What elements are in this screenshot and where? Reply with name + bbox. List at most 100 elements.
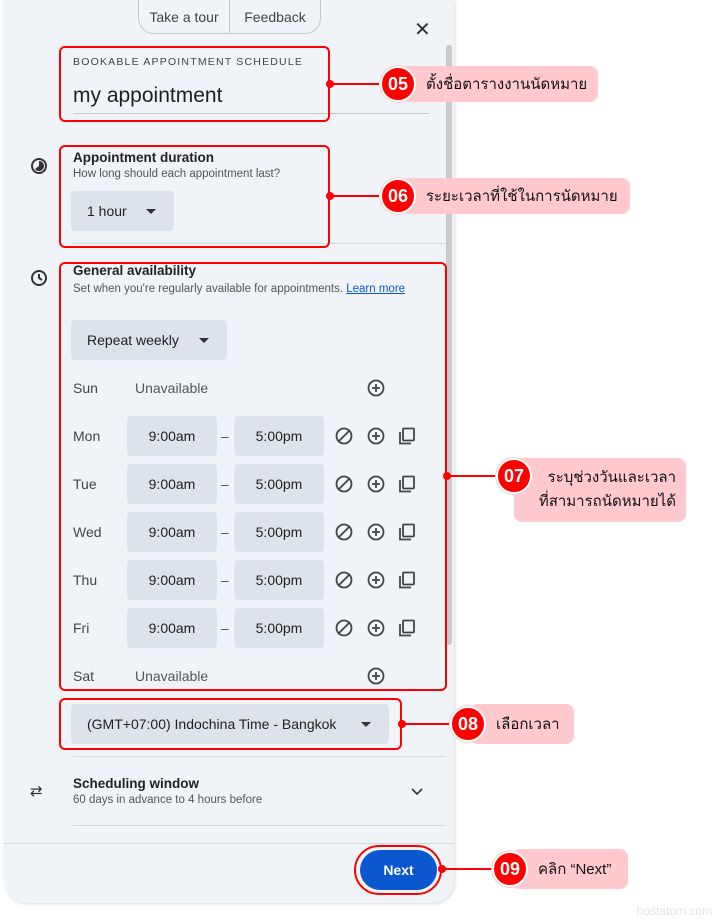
repeat-select[interactable]: Repeat weekly <box>71 320 227 360</box>
annotation-dot <box>398 720 406 728</box>
end-time-select[interactable]: 5:00pm <box>234 416 324 456</box>
annotation-line <box>330 195 382 197</box>
start-time-select[interactable]: 9:00am <box>127 608 217 648</box>
annotation-badge: 09 <box>492 851 528 887</box>
day-label: Mon <box>73 428 101 444</box>
add-time-icon[interactable] <box>366 666 386 686</box>
copy-icon[interactable] <box>397 522 417 542</box>
end-time-select[interactable]: 5:00pm <box>234 464 324 504</box>
availability-subtitle: Set when you're regularly available for … <box>73 281 418 297</box>
add-time-icon[interactable] <box>366 426 386 446</box>
annotation-note: ระยะเวลาที่ใช้ในการนัดหมาย <box>400 178 630 214</box>
start-time-select[interactable]: 9:00am <box>127 560 217 600</box>
take-tour-button[interactable]: Take a tour <box>149 8 219 25</box>
unavailable-label: Unavailable <box>135 668 209 684</box>
chevron-down-icon <box>146 209 156 214</box>
annotation-line <box>330 83 382 85</box>
feedback-button[interactable]: Feedback <box>229 0 320 33</box>
annotation-line <box>447 475 498 477</box>
copy-icon[interactable] <box>397 426 417 446</box>
window-heading[interactable]: Scheduling window <box>73 776 199 791</box>
annotation-note: คลิก “Next” <box>512 849 628 889</box>
time-separator: – <box>221 572 229 588</box>
start-time-select[interactable]: 9:00am <box>127 464 217 504</box>
duration-select[interactable]: 1 hour <box>71 191 174 231</box>
copy-icon[interactable] <box>397 570 417 590</box>
appointment-panel <box>4 0 454 903</box>
divider <box>73 243 445 244</box>
end-time-select[interactable]: 5:00pm <box>234 608 324 648</box>
annotation-line <box>402 723 452 725</box>
add-time-icon[interactable] <box>366 522 386 542</box>
divider <box>73 825 445 826</box>
chevron-down-icon <box>199 338 209 343</box>
day-label: Tue <box>73 476 97 492</box>
title-underline <box>73 113 429 114</box>
duration-icon <box>29 156 49 176</box>
annotation-box-08 <box>59 698 402 750</box>
tour-feedback-bar: Take a tour Feedback <box>138 0 321 34</box>
unavailable-icon[interactable] <box>334 570 354 590</box>
annotation-note: ระบุช่วงวันและเวลาที่สามารถนัดหมายได้ <box>514 458 686 522</box>
add-time-icon[interactable] <box>366 378 386 398</box>
divider <box>73 756 445 757</box>
annotation-text: คลิก “Next” <box>538 861 612 878</box>
add-time-icon[interactable] <box>366 570 386 590</box>
time-separator: – <box>221 524 229 540</box>
annotation-text-line2: ที่สามารถนัดหมายได้ <box>538 493 676 510</box>
duration-heading: Appointment duration <box>73 150 214 165</box>
annotation-dot <box>326 192 334 200</box>
annotation-text: ตั้งชื่อตารางงานนัดหมาย <box>426 76 588 93</box>
annotation-box-07 <box>59 262 447 691</box>
clock-icon <box>29 268 49 288</box>
annotation-line <box>442 868 494 870</box>
learn-more-link[interactable]: Learn more <box>346 283 406 295</box>
annotation-text: ระยะเวลาที่ใช้ในการนัดหมาย <box>426 188 618 205</box>
duration-subtitle: How long should each appointment last? <box>73 168 281 180</box>
timezone-select[interactable]: (GMT+07:00) Indochina Time - Bangkok <box>71 704 389 744</box>
time-separator: – <box>221 428 229 444</box>
annotation-box-09 <box>354 845 442 895</box>
swap-arrows-icon: ⇄ <box>30 783 43 800</box>
timezone-value: (GMT+07:00) Indochina Time - Bangkok <box>87 716 337 732</box>
annotation-box-05 <box>59 46 330 122</box>
schedule-label: BOOKABLE APPOINTMENT SCHEDULE <box>73 56 304 68</box>
copy-icon[interactable] <box>397 474 417 494</box>
unavailable-icon[interactable] <box>334 522 354 542</box>
unavailable-icon[interactable] <box>334 426 354 446</box>
schedule-title-input[interactable]: my appointment <box>73 84 223 107</box>
start-time-select[interactable]: 9:00am <box>127 416 217 456</box>
end-time-select[interactable]: 5:00pm <box>234 560 324 600</box>
unavailable-label: Unavailable <box>135 380 209 396</box>
chevron-down-icon[interactable] <box>410 784 424 803</box>
copy-icon[interactable] <box>397 618 417 638</box>
scrollbar[interactable] <box>446 45 452 645</box>
duration-value: 1 hour <box>87 203 127 219</box>
time-separator: – <box>221 620 229 636</box>
availability-text: Set when you're regularly available for … <box>73 283 344 295</box>
annotation-box-06 <box>59 145 330 248</box>
close-icon[interactable]: ✕ <box>414 19 431 41</box>
availability-heading: General availability <box>73 263 197 278</box>
footer-divider <box>4 843 454 844</box>
day-label: Fri <box>73 620 90 636</box>
annotation-dot <box>438 865 446 873</box>
annotation-badge: 05 <box>380 66 416 102</box>
annotation-text: เลือกเวลา <box>496 716 560 733</box>
window-subtitle: 60 days in advance to 4 hours before <box>73 794 263 806</box>
start-time-select[interactable]: 9:00am <box>127 512 217 552</box>
annotation-dot <box>326 80 334 88</box>
unavailable-icon[interactable] <box>334 474 354 494</box>
watermark: hostatom.com <box>636 904 712 918</box>
end-time-select[interactable]: 5:00pm <box>234 512 324 552</box>
add-time-icon[interactable] <box>366 474 386 494</box>
day-label: Sat <box>73 668 95 684</box>
annotation-note: ตั้งชื่อตารางงานนัดหมาย <box>400 66 598 102</box>
day-label: Thu <box>73 572 98 588</box>
annotation-dot <box>443 472 451 480</box>
add-time-icon[interactable] <box>366 618 386 638</box>
annotation-badge: 06 <box>380 178 416 214</box>
annotation-note: เลือกเวลา <box>470 704 574 744</box>
time-separator: – <box>221 476 229 492</box>
unavailable-icon[interactable] <box>334 618 354 638</box>
